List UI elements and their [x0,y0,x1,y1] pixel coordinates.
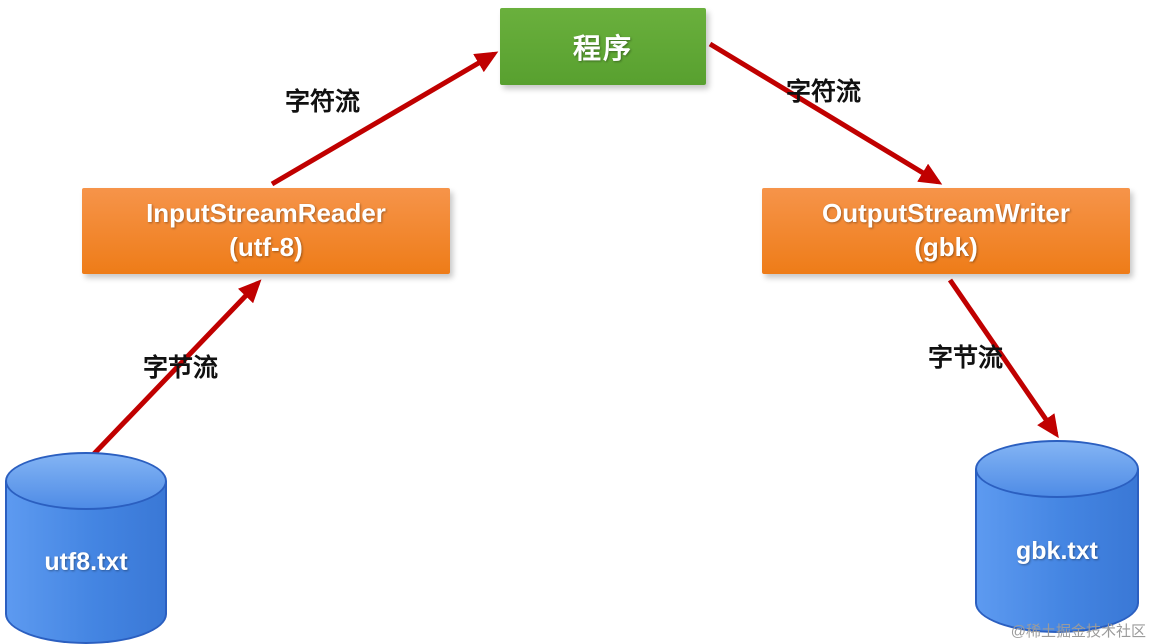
char-stream-label-left: 字符流 [285,88,361,116]
input-stream-reader-charset: (utf-8) [229,232,303,262]
arrow-char-stream-right [708,41,943,185]
byte-stream-label-right: 字节流 [928,344,1004,372]
output-stream-writer-title: OutputStreamWriter [822,198,1070,229]
char-stream-label-right: 字符流 [786,78,862,106]
gbk-file-label: gbk.txt [1016,536,1098,565]
input-stream-reader-node: InputStreamReader (utf-8) [82,188,450,274]
program-node: 程序 [500,8,706,85]
output-stream-writer-node: OutputStreamWriter (gbk) [762,188,1130,274]
gbk-file-cylinder: gbk.txt [975,440,1139,633]
utf8-file-label: utf8.txt [44,548,128,576]
utf8-file-cylinder: utf8.txt [5,452,167,644]
watermark-text: @稀土掘金技术社区 [1010,623,1146,640]
cylinder-top [5,452,167,510]
input-stream-reader-title: InputStreamReader [146,198,386,229]
output-stream-writer-charset: (gbk) [914,232,978,262]
byte-stream-label-left: 字节流 [143,354,219,382]
arrow-char-stream-left [270,51,499,187]
program-label: 程序 [572,32,633,64]
cylinder-top [975,440,1139,498]
